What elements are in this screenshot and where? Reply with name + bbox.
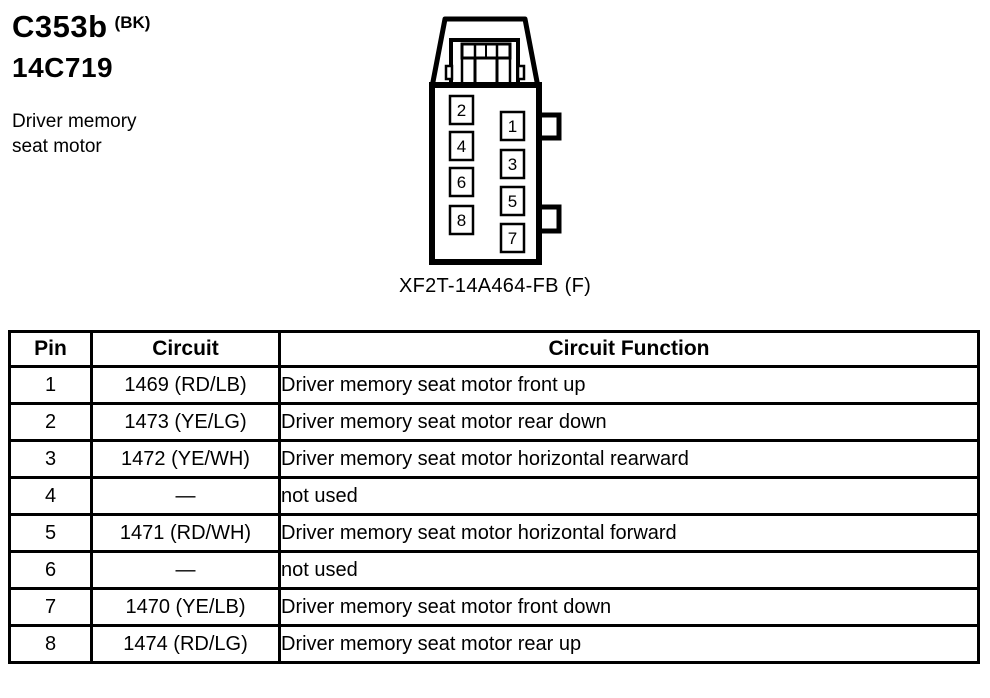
pin-label-2: 2 — [457, 101, 466, 120]
pin-label-3: 3 — [508, 155, 517, 174]
column-header-pin: Pin — [8, 330, 93, 368]
circuit-cell: — — [90, 550, 281, 590]
description-line-2: seat motor — [12, 136, 102, 157]
pin-label-6: 6 — [457, 173, 466, 192]
pin-label-7: 7 — [508, 229, 517, 248]
pin-cell: 5 — [8, 513, 93, 553]
column-header-circuit: Circuit — [90, 330, 281, 368]
table-row: 6 — not used — [8, 550, 980, 590]
pin-cell: 7 — [8, 587, 93, 627]
pin-cell: 6 — [8, 550, 93, 590]
function-cell: not used — [278, 550, 980, 590]
function-cell: not used — [278, 476, 980, 516]
table-row: 1 1469 (RD/LB) Driver memory seat motor … — [8, 365, 980, 405]
connector-drawing: 2 4 6 8 1 3 5 7 — [429, 16, 562, 265]
column-header-circuit-function: Circuit Function — [278, 330, 980, 368]
table-row: 5 1471 (RD/WH) Driver memory seat motor … — [8, 513, 980, 553]
latch-notch-left — [444, 64, 454, 81]
circuit-cell: 1469 (RD/LB) — [90, 365, 281, 405]
connector-title: C353b (BK) — [12, 6, 150, 44]
header-block: C353b (BK) 14C719 Driver memory seat moto… — [12, 6, 150, 159]
pin-cell: 1 — [8, 365, 93, 405]
part-number: 14C719 — [12, 52, 114, 83]
function-cell: Driver memory seat motor front up — [278, 365, 980, 405]
table-header-row: Pin Circuit Circuit Function — [8, 330, 980, 368]
pin-cavity-5 — [499, 185, 526, 217]
circuit-cell: 1471 (RD/WH) — [90, 513, 281, 553]
connector-latch-inner — [449, 38, 520, 87]
pin-cavity-6 — [448, 166, 475, 198]
pin-cell: 3 — [8, 439, 93, 479]
function-cell: Driver memory seat motor front down — [278, 587, 980, 627]
description-line-1: Driver memory — [12, 111, 137, 132]
circuit-cell: 1473 (YE/LG) — [90, 402, 281, 442]
circuit-cell: 1474 (RD/LG) — [90, 624, 281, 664]
function-cell: Driver memory seat motor horizontal forw… — [278, 513, 980, 553]
circuit-cell: — — [90, 476, 281, 516]
pin-label-4: 4 — [457, 137, 466, 156]
latch-notch-right — [516, 64, 526, 81]
connector-part-caption: XF2T-14A464-FB (F) — [398, 275, 592, 297]
table-row: 4 — not used — [8, 476, 980, 516]
table-row: 2 1473 (YE/LG) Driver memory seat motor … — [8, 402, 980, 442]
pin-cavity-4 — [448, 130, 475, 162]
function-cell: Driver memory seat motor horizontal rear… — [278, 439, 980, 479]
connector-color-code: (BK) — [114, 13, 151, 32]
function-cell: Driver memory seat motor rear down — [278, 402, 980, 442]
pin-label-1: 1 — [508, 117, 517, 136]
table-row: 3 1472 (YE/WH) Driver memory seat motor … — [8, 439, 980, 479]
pin-cavity-1 — [499, 110, 526, 142]
table-row: 7 1470 (YE/LB) Driver memory seat motor … — [8, 587, 980, 627]
function-cell: Driver memory seat motor rear up — [278, 624, 980, 664]
pin-cavity-2 — [448, 94, 475, 126]
pinout-table: Pin Circuit Circuit Function 1 1469 (RD/… — [8, 330, 980, 664]
circuit-cell: 1472 (YE/WH) — [90, 439, 281, 479]
table-row: 8 1474 (RD/LG) Driver memory seat motor … — [8, 624, 980, 664]
connector-description: Driver memory seat motor — [12, 109, 150, 159]
pin-cell: 4 — [8, 476, 93, 516]
pin-cavity-3 — [499, 148, 526, 180]
circuit-cell: 1470 (YE/LB) — [90, 587, 281, 627]
pin-cavity-8 — [448, 204, 475, 236]
pin-label-8: 8 — [457, 211, 466, 230]
pin-cell: 8 — [8, 624, 93, 664]
connector-id: C353b — [12, 9, 108, 44]
pin-label-5: 5 — [508, 192, 517, 211]
pin-cavity-7 — [499, 222, 526, 254]
pin-cell: 2 — [8, 402, 93, 442]
